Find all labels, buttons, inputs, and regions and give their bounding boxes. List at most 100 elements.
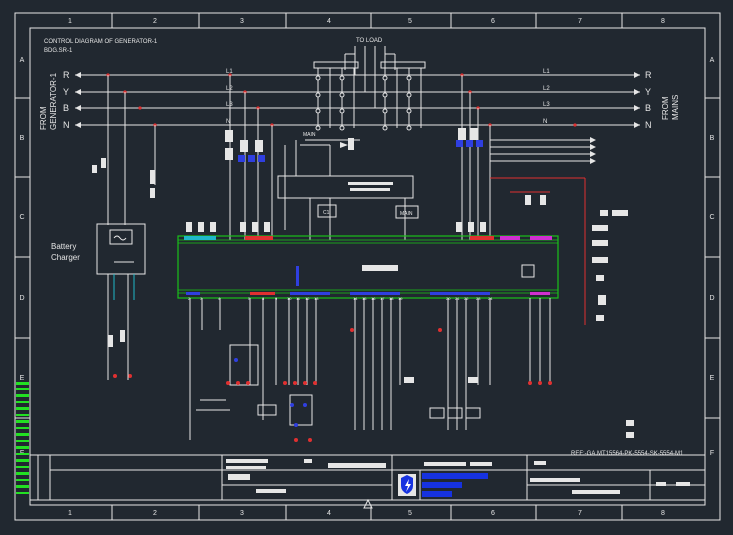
phase-label-b: B [645, 103, 651, 113]
sheet-frame [14, 12, 721, 521]
io-markers [113, 328, 552, 442]
row-label: B [710, 135, 715, 142]
company-logo-icon [398, 474, 416, 496]
col-label: 2 [153, 18, 157, 25]
right-source-label: MAINS [671, 95, 680, 120]
coil-wiring [277, 140, 419, 240]
row-label: B [20, 135, 25, 142]
sheet-title: CONTROL DIAGRAM OF GENERATOR-1 [44, 39, 158, 45]
col-label: 1 [68, 18, 72, 25]
col-label: 4 [327, 18, 331, 25]
row-label: C [709, 214, 714, 221]
charger-label-line1: Battery [51, 242, 76, 251]
terminal-number: 16 [371, 296, 376, 301]
phase-label-r: R [645, 70, 652, 80]
row-label: A [20, 57, 25, 64]
phase-label-n: N [63, 120, 70, 130]
bus-label-l1: L1 [226, 69, 233, 75]
phase-label-y: Y [645, 87, 651, 97]
col-label: 8 [661, 18, 665, 25]
terminal-number: 15 [362, 296, 367, 301]
bus-label-n: N [226, 119, 230, 125]
row-label: E [20, 375, 25, 382]
terminal-number: 18 [389, 296, 394, 301]
row-label: C [19, 214, 24, 221]
col-label: 2 [153, 510, 157, 517]
row-label: E [710, 375, 715, 382]
main-contact-label: MAIN [303, 132, 316, 138]
col-label: 8 [661, 510, 665, 517]
fuse-blocks [92, 128, 634, 438]
terminal-number: 21 [455, 296, 460, 301]
col-label: 6 [491, 510, 495, 517]
column-labels-top: 1 2 3 4 5 6 7 8 [68, 18, 665, 25]
terminal-number: 23 [476, 296, 481, 301]
current-transformers-gen [238, 155, 265, 162]
bus-arrowheads [75, 72, 640, 128]
row-label: F [710, 450, 714, 457]
col-label: 3 [240, 510, 244, 517]
terminal-number: 20 [446, 296, 451, 301]
row-label: A [710, 57, 715, 64]
terminal-number: 13 [314, 296, 319, 301]
mains-contactor [380, 61, 426, 128]
bus-label-l2: L2 [543, 86, 550, 92]
bus-labels-right: L1 L2 L3 N [543, 69, 550, 125]
col-label: 4 [327, 510, 331, 517]
column-labels-bottom: 1 2 3 4 5 6 7 8 [68, 510, 665, 517]
col-label: 5 [408, 18, 412, 25]
terminal-number: 12 [305, 296, 310, 301]
terminal-number: 17 [380, 296, 385, 301]
col-label: 3 [240, 18, 244, 25]
battery-charger-symbol [96, 223, 146, 380]
phase-label-b: B [63, 103, 69, 113]
left-source-label: GENERATOR-1 [49, 72, 58, 130]
row-label: D [19, 295, 24, 302]
controller-module [177, 235, 559, 299]
arrow-marker [340, 142, 348, 148]
load-feeders [344, 46, 396, 125]
left-phase-labels: R Y B N [63, 70, 70, 130]
terminal-number: 10 [287, 296, 292, 301]
terminal-number: 22 [464, 296, 469, 301]
phase-label-y: Y [63, 87, 69, 97]
load-label: TO LOAD [356, 38, 383, 44]
row-labels-right: A B C D E F [709, 57, 714, 457]
coil-annotations [348, 138, 393, 191]
terminal-number: 19 [398, 296, 403, 301]
contactor-contacts [315, 75, 412, 131]
title-block-fill [226, 459, 690, 497]
controller-label: DEEPSEA 8610 MKII [364, 267, 397, 271]
col-label: 5 [408, 510, 412, 517]
right-phase-labels: R Y B N [645, 70, 652, 130]
col-label: 7 [578, 510, 582, 517]
coil-label-c1: C1 [323, 210, 330, 216]
col-label: 7 [578, 18, 582, 25]
sheet-subtitle: BDG.SR-1 [44, 48, 73, 54]
bus-label-n: N [543, 119, 547, 125]
bus-label-l3: L3 [543, 102, 550, 108]
controller-terminals [184, 236, 552, 295]
io-wiring [189, 298, 551, 440]
phase-label-r: R [63, 70, 70, 80]
title-block [30, 454, 705, 501]
power-bus-lines [75, 74, 640, 126]
phase-label-n: N [645, 120, 652, 130]
left-margin-markings [16, 382, 29, 494]
mains-arrows [590, 137, 596, 164]
coil-label-main: MAIN [400, 211, 413, 217]
charger-cyan-wiring [113, 274, 135, 300]
reference-number: REF:-GA.MT15564-PK-5554-SK-5554-M1 [571, 451, 684, 457]
left-from-label: FROM [39, 106, 48, 130]
bus-label-l1: L1 [543, 69, 550, 75]
current-transformers-mains [456, 140, 483, 147]
row-label: D [709, 295, 714, 302]
triangle-marker-icon [363, 498, 373, 509]
col-label: 1 [68, 510, 72, 517]
terminal-number: 24 [488, 296, 493, 301]
col-label: 6 [491, 18, 495, 25]
charger-label-line2: Charger [51, 253, 80, 262]
generator-contactor [305, 61, 360, 141]
